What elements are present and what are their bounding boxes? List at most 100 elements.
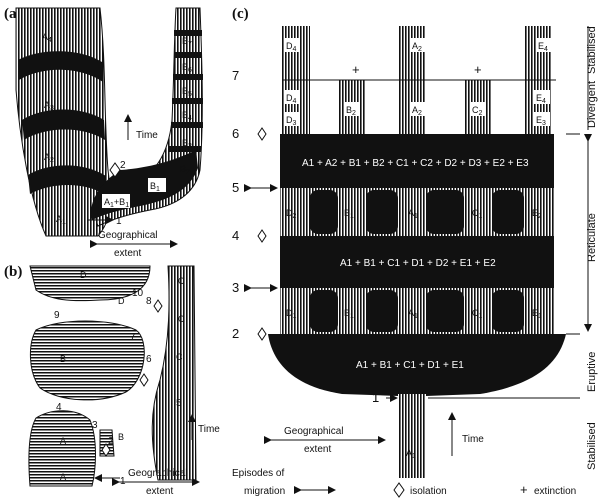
extinction-c2: + [474,62,482,77]
isolation-icon [257,229,267,243]
b-marker-8: 8 [146,296,152,307]
level-2: 2 [232,326,239,341]
b-marker-4: 4 [56,402,62,413]
phase-divergent: Divergent [586,81,598,128]
c-geo-1: Geographical [284,426,343,437]
c-e4: E4 [536,93,546,105]
legend-migration-2: migration [244,486,285,497]
lineage-d-shape [29,265,151,302]
legend-isolation-icon [393,482,405,498]
b-geo-2: extent [146,486,173,497]
band-bottom [268,334,566,396]
c-c2: C2 [472,105,483,117]
b-time-label: Time [198,424,220,435]
level-7: 7 [232,68,239,83]
a-geo-1: Geographical [98,230,157,241]
b-b2: B [118,432,124,442]
c-b2: B2 [346,105,356,117]
legend-extinction: extinction [534,486,576,497]
gaps [310,190,524,332]
a-marker-2: 2 [120,160,126,171]
band-top [280,134,554,188]
legend-migration-1: Episodes of [232,468,284,479]
c-b1l: B1 [344,308,354,320]
panel-b-label: (b) [4,264,22,280]
c-e3: E3 [536,115,546,127]
phase-stabilised-top: Stabilised [586,26,598,74]
isolation-icon [101,299,163,457]
a3: A3 [44,100,54,112]
legend-isolation: isolation [410,486,447,497]
a-geo-2: extent [114,248,141,259]
isolation-icon [257,327,267,341]
c-time-label: Time [462,434,484,445]
formula-mid: A1 + B1 + C1 + D1 + D2 + E1 + E2 [340,258,496,269]
level-4: 4 [232,228,239,243]
b-bands [168,30,203,152]
phase-stabilised-bottom: Stabilised [586,422,598,470]
lineage-b-region [29,320,145,401]
b-c2: C [178,314,185,324]
stem-a1 [398,394,426,478]
b1: B1 [150,181,160,193]
band-a3-a4 [18,51,103,82]
c-e1: E1 [532,308,542,320]
c-d1: D1 [286,308,297,320]
b-marker-5: 5 [176,398,182,409]
lineage-a-region [28,410,96,487]
b-d1: D [80,270,87,280]
c-b1r: B1 [344,208,354,220]
b-c1: C [178,276,185,286]
b4: B4 [182,110,192,122]
extinction-b2: + [352,62,360,77]
band-a1-a2 [28,165,106,194]
c-d3: D3 [286,115,297,127]
b-marker-10: 10 [132,288,144,299]
b-a1: A [60,436,66,446]
isolation-icon [257,127,267,141]
b7: B7 [182,36,192,48]
a-marker-1: 1 [116,216,122,227]
c-e4-top: E4 [538,41,548,53]
b-marker-3: 3 [92,420,98,431]
b5: B5 [182,86,192,98]
a-time-label: Time [136,130,158,141]
b-c3: C [176,352,183,362]
formula-top: A1 + A2 + B1 + B2 + C1 + C2 + D2 + D3 + … [302,158,529,169]
a4: A4 [42,32,52,44]
b-d2: D [118,296,125,306]
phase-eruptive: Eruptive [586,352,598,392]
isolation-icon [109,162,121,178]
b-marker-6: 6 [146,354,152,365]
b-a2: A [60,472,66,482]
panel-c-label: (c) [232,6,249,22]
b3: B3 [182,138,192,150]
b1-box [148,178,166,192]
c-a2-top: A2 [412,41,422,53]
b6: B6 [182,62,192,74]
level-5: 5 [232,180,239,195]
phase-reticulate: Reticulate [586,213,598,262]
b2: B2 [180,164,190,176]
b-marker-9: 9 [54,310,60,321]
a1: A1 [56,214,66,226]
a1b1-box [102,194,130,208]
c-c1r: C1 [472,208,483,220]
b-geo-1: Geographical [128,468,187,479]
c-a2: A2 [412,105,422,117]
c-d4-top: D4 [286,41,297,53]
c-d4: D4 [286,93,297,105]
b-b1: B [60,354,66,364]
band-a2-a3 [22,109,105,140]
c-c1l: C1 [472,308,483,320]
level-1: 1 [372,390,379,405]
level-3: 3 [232,280,239,295]
level-6: 6 [232,126,239,141]
c-d2: D2 [286,208,297,220]
c-a1l: A1 [408,308,418,320]
b-marker-2: 2 [108,436,114,447]
lineage-c-shape [151,265,197,481]
c-e2: E2 [532,208,542,220]
